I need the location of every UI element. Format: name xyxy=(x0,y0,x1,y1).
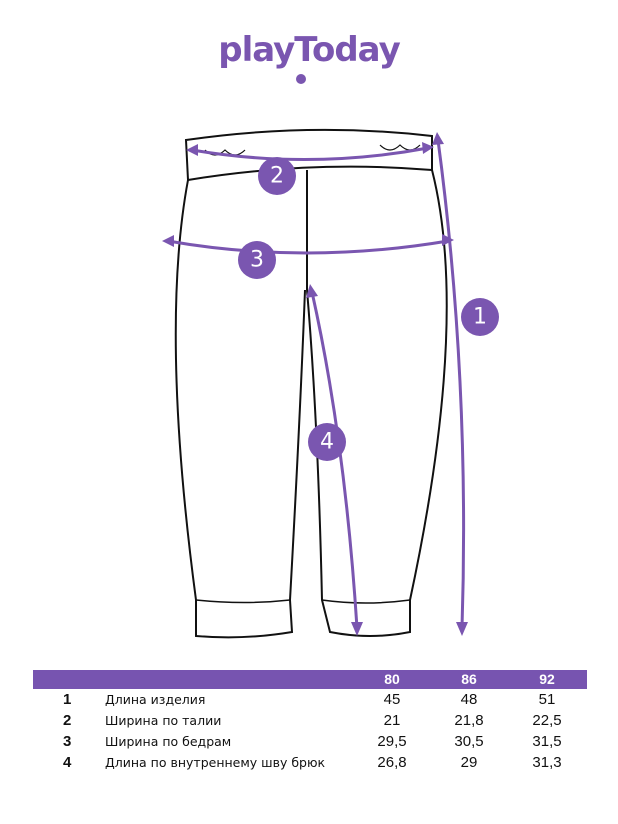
cell-value: 51 xyxy=(538,691,556,708)
row-number: 3 xyxy=(63,733,72,750)
cell-value: 31,3 xyxy=(532,754,562,771)
badge-4: 4 xyxy=(308,423,346,461)
row-label: Длина изделия xyxy=(105,692,206,707)
svg-text:1: 1 xyxy=(473,305,487,330)
size-header: 86 xyxy=(461,671,477,687)
badge-3: 3 xyxy=(238,241,276,279)
pants-diagram: 1 2 3 4 xyxy=(162,128,499,639)
cell-value: 48 xyxy=(460,691,478,708)
size-table-header: 80 86 92 xyxy=(33,670,587,689)
row-label: Ширина по талии xyxy=(105,713,222,728)
cell-value: 21 xyxy=(383,712,401,729)
svg-text:3: 3 xyxy=(250,248,264,273)
cell-value: 29 xyxy=(460,754,478,771)
badge-1: 1 xyxy=(461,298,499,336)
cell-value: 22,5 xyxy=(532,712,562,729)
pants-outline xyxy=(174,128,448,639)
size-header: 80 xyxy=(384,671,400,687)
cell-value: 45 xyxy=(383,691,401,708)
table-row: 1 Длина изделия 45 48 51 xyxy=(33,691,587,712)
table-row: 3 Ширина по бедрам 29,5 30,5 31,5 xyxy=(33,733,587,754)
cell-value: 29,5 xyxy=(377,733,407,750)
row-number: 4 xyxy=(63,754,72,771)
row-number: 1 xyxy=(63,691,72,708)
badge-2: 2 xyxy=(258,157,296,195)
size-header: 92 xyxy=(539,671,555,687)
cell-value: 21,8 xyxy=(454,712,484,729)
table-row: 4 Длина по внутреннему шву брюк 26,8 29 … xyxy=(33,754,587,775)
brand-logo: playToday xyxy=(218,30,401,70)
row-label: Ширина по бедрам xyxy=(105,734,232,749)
measurement-arrows xyxy=(162,132,468,636)
cell-value: 26,8 xyxy=(377,754,407,771)
row-label: Длина по внутреннему шву брюк xyxy=(105,755,326,770)
svg-text:2: 2 xyxy=(270,164,284,189)
cell-value: 31,5 xyxy=(532,733,562,750)
row-number: 2 xyxy=(63,712,72,729)
svg-text:4: 4 xyxy=(320,430,334,455)
logo-dot xyxy=(296,74,306,84)
table-row: 2 Ширина по талии 21 21,8 22,5 xyxy=(33,712,587,733)
cell-value: 30,5 xyxy=(454,733,484,750)
